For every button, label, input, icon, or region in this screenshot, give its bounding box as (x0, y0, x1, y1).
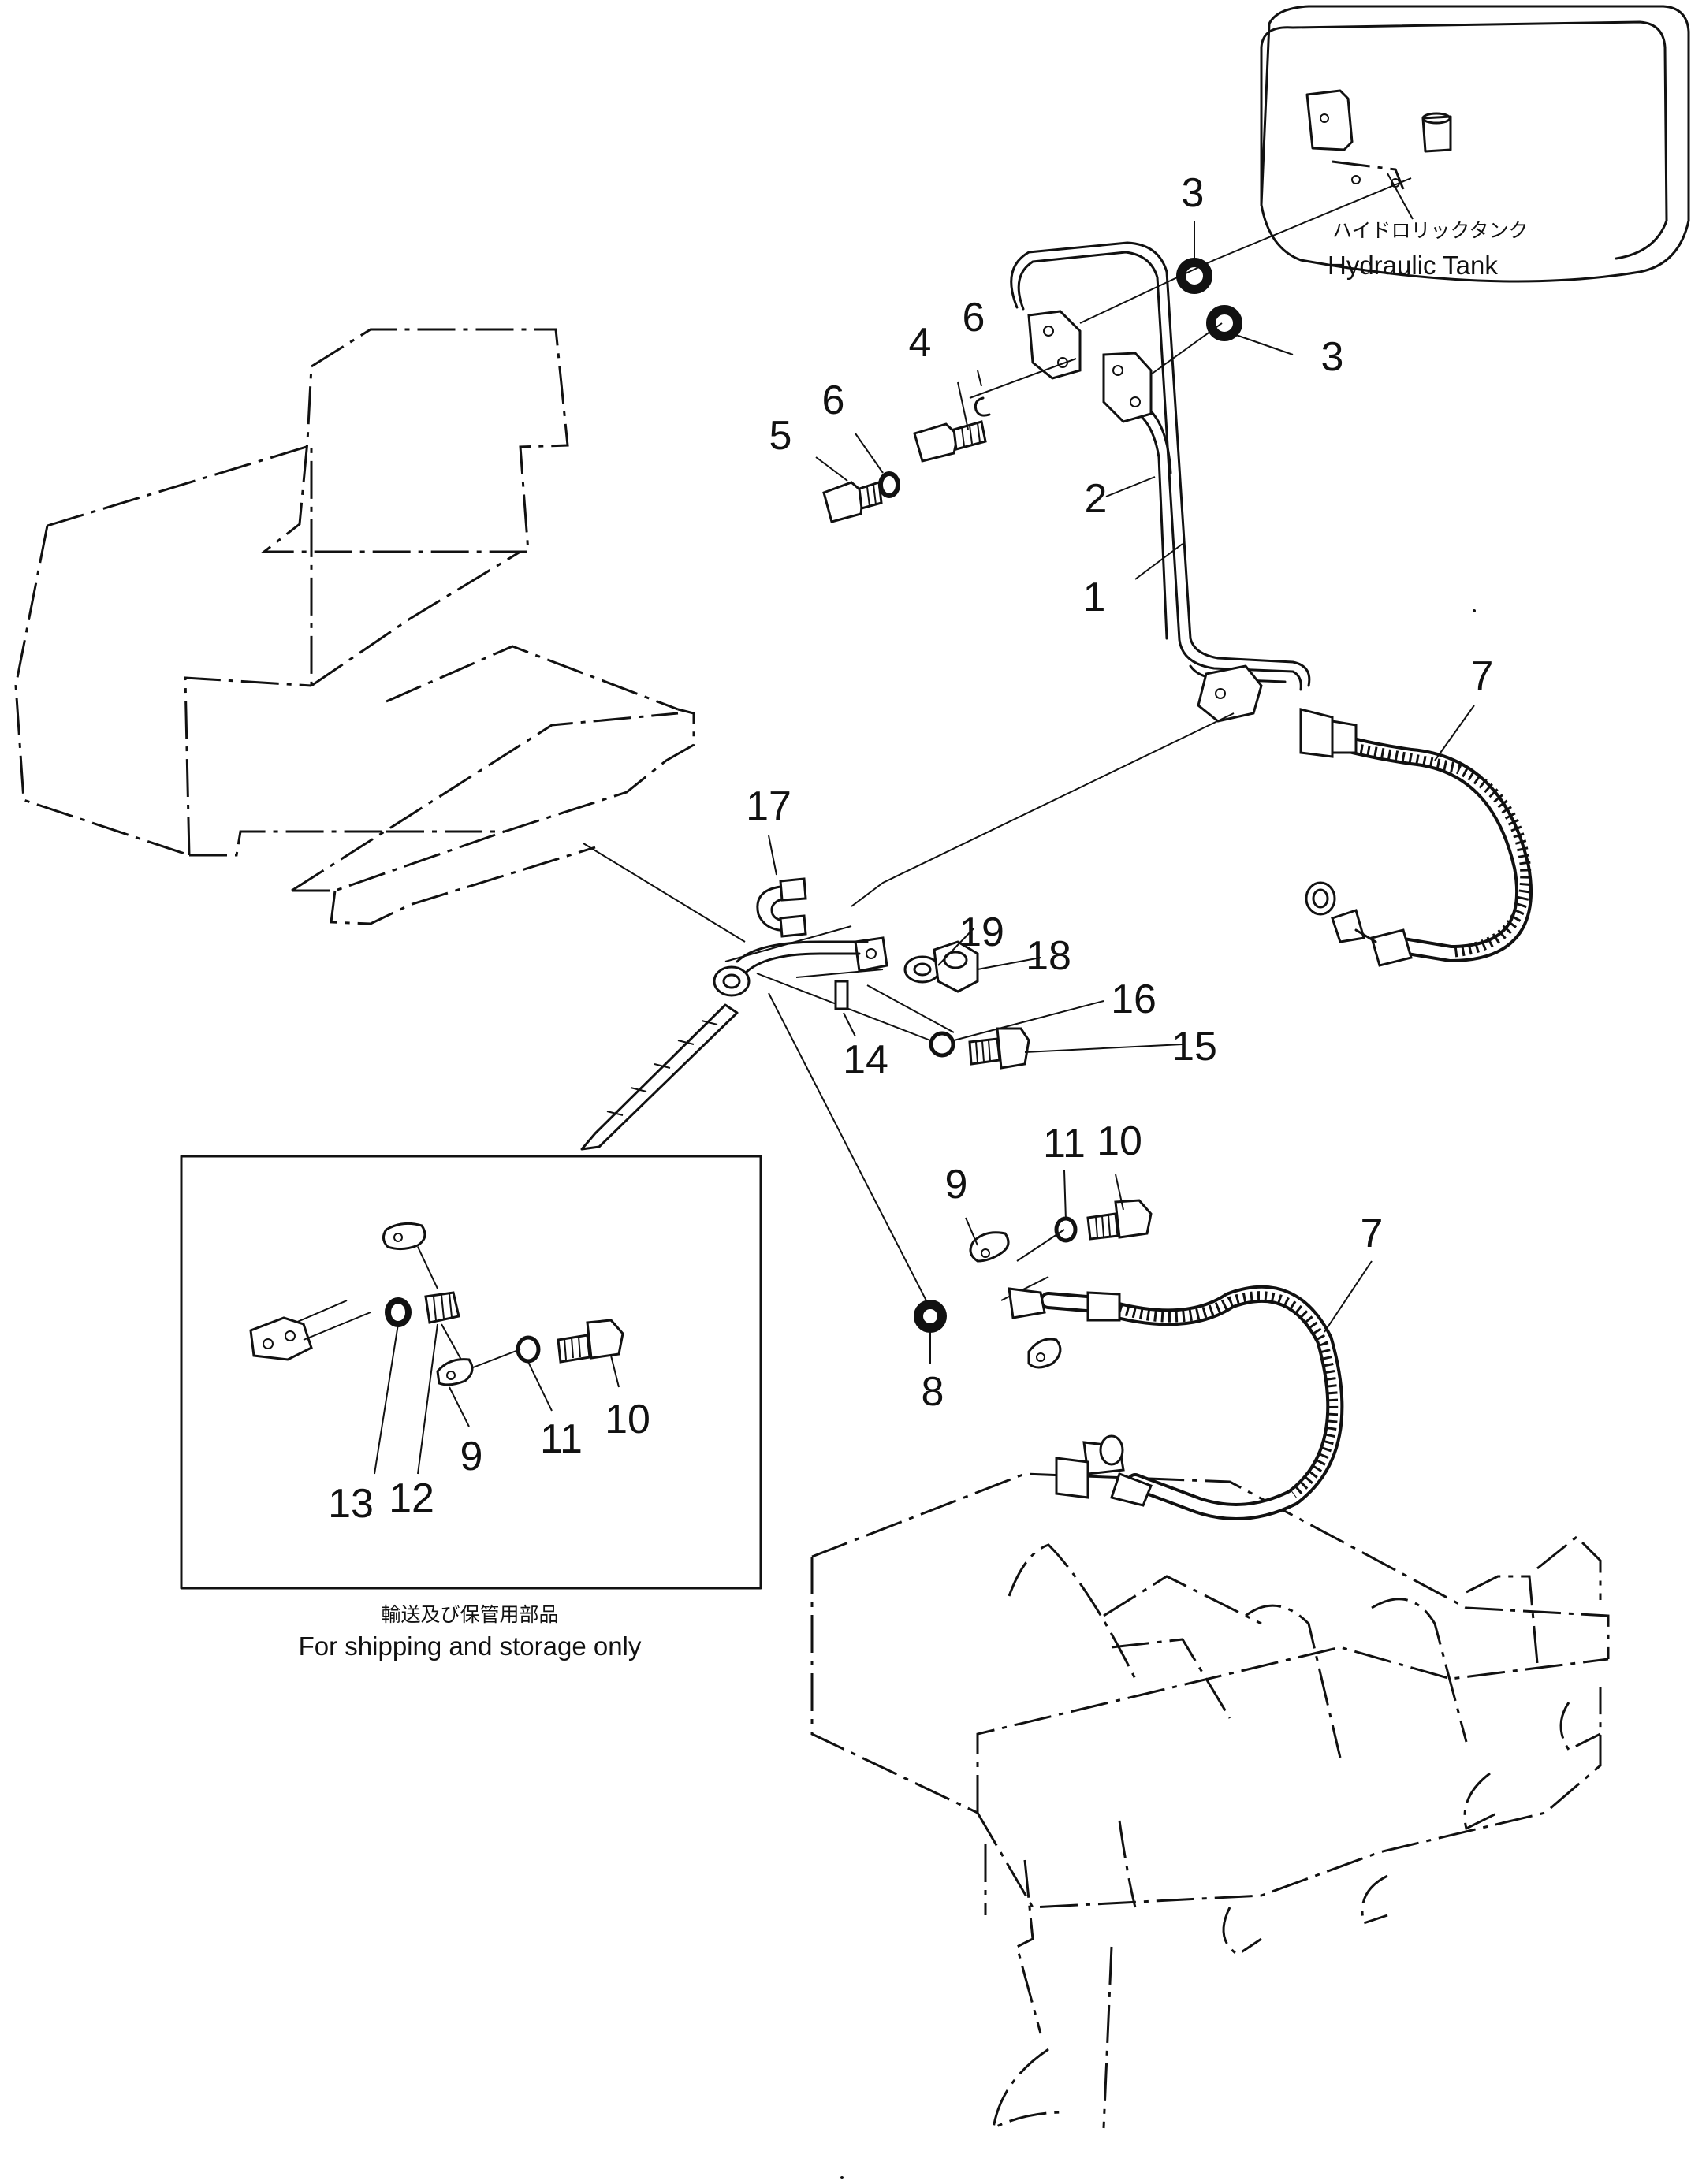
callout-1: 1 (1083, 575, 1106, 620)
hatched-pointer (580, 1003, 739, 1151)
callout-2: 2 (1085, 476, 1108, 522)
washer-6b (878, 471, 900, 498)
callout-leaders (768, 221, 1475, 1364)
lock-washer-6a (974, 396, 991, 417)
inset-callout-13: 13 (328, 1481, 374, 1527)
tube-assembly (1010, 241, 1311, 723)
tank-label: ハイドロリックタンク Hydraulic Tank (1328, 219, 1529, 280)
callout-18: 18 (1026, 933, 1071, 979)
part-numbers: 3 3 4 6 6 5 2 1 7 17 19 18 16 15 14 11 1… (328, 170, 1493, 1527)
callout-3-right: 3 (1321, 334, 1344, 380)
callout-8: 8 (922, 1369, 944, 1415)
o-ring-8 (914, 1300, 947, 1333)
machine-body (14, 328, 695, 925)
inset-box (180, 1155, 762, 1590)
tank-label-jp: ハイドロリックタンク (1332, 219, 1529, 242)
bolt-15 (968, 1027, 1030, 1070)
half-clamp-9b (1027, 1338, 1062, 1369)
inset-caption: 輸送及び保管用部品 For shipping and storage only (299, 1603, 642, 1661)
callout-14: 14 (843, 1037, 888, 1083)
pipe-fitting-left (713, 940, 869, 997)
bolt-4 (913, 420, 987, 463)
callout-5: 5 (769, 413, 792, 459)
inset-caption-jp: 輸送及び保管用部品 (381, 1603, 558, 1626)
hydraulic-tank (1260, 5, 1690, 283)
scan-speck (1473, 609, 1476, 612)
callout-19: 19 (959, 910, 1004, 955)
nut-18 (933, 940, 979, 993)
callout-7-top: 7 (1471, 653, 1494, 699)
callout-15: 15 (1171, 1024, 1217, 1070)
callout-4: 4 (909, 320, 932, 366)
lock-washer-16 (929, 1031, 955, 1058)
callout-16: 16 (1111, 977, 1157, 1022)
inset-callout-10: 10 (605, 1397, 650, 1442)
half-clamp-9 (969, 1231, 1010, 1263)
hose-upper (1299, 708, 1533, 967)
washer-11 (1054, 1216, 1078, 1243)
o-ring-3b (1206, 305, 1242, 341)
callout-3-top: 3 (1182, 170, 1205, 216)
callout-6-right: 6 (963, 295, 985, 340)
scan-speck (840, 2176, 844, 2179)
inset-callout-9: 9 (460, 1434, 483, 1479)
assembly-lines (583, 177, 1412, 1309)
callout-6-left: 6 (822, 378, 845, 423)
clamp-bracket (834, 936, 888, 1010)
hose-lower (1008, 1285, 1344, 1520)
tank-label-en: Hydraulic Tank (1328, 251, 1498, 280)
callout-17: 17 (746, 783, 791, 829)
callout-11: 11 (1043, 1121, 1086, 1166)
bolt-5 (822, 481, 883, 523)
ripper-assembly (810, 1472, 1610, 2130)
u-bolt (756, 877, 807, 938)
callout-9: 9 (945, 1162, 968, 1207)
inset-callout-11: 11 (540, 1416, 583, 1462)
callout-7-bottom: 7 (1361, 1211, 1384, 1256)
bolt-10 (1086, 1199, 1153, 1241)
inset-caption-en: For shipping and storage only (299, 1631, 642, 1661)
inset-callout-12: 12 (389, 1475, 434, 1521)
o-ring-3a (1176, 258, 1212, 294)
callout-10: 10 (1097, 1118, 1142, 1164)
